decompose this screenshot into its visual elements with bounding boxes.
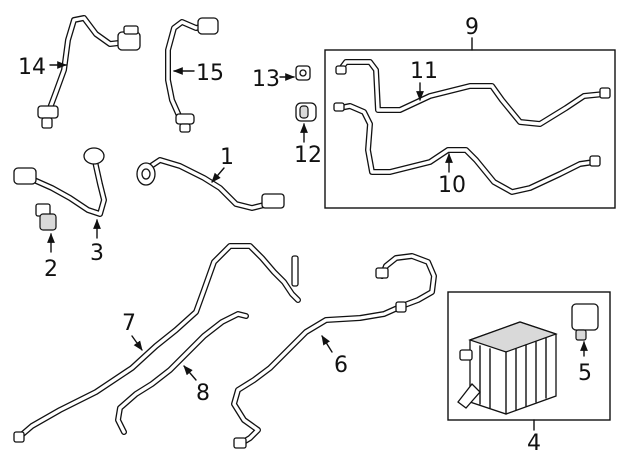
callout-15: 15 <box>196 61 224 86</box>
part-14-oxygen-sensor[interactable] <box>37 15 141 129</box>
callout-11: 11 <box>410 59 438 84</box>
part-3-hose[interactable] <box>13 147 107 217</box>
part-11-tube[interactable] <box>335 59 611 127</box>
callout-12: 12 <box>294 143 322 168</box>
callout-8: 8 <box>196 381 210 406</box>
callout-1: 1 <box>220 145 234 170</box>
callout-13: 13 <box>252 67 280 92</box>
callout-7: 7 <box>122 311 136 336</box>
callout-4: 4 <box>527 431 541 456</box>
arrow-icon <box>131 335 143 351</box>
part-15-oxygen-sensor[interactable] <box>165 17 219 133</box>
arrow-icon <box>183 365 197 381</box>
callout-3: 3 <box>90 241 104 266</box>
part-4-canister[interactable] <box>457 321 558 415</box>
part-13-fitting[interactable] <box>295 65 311 81</box>
callout-10: 10 <box>438 173 466 198</box>
arrow-icon <box>211 167 225 183</box>
part-7-line[interactable] <box>13 243 301 443</box>
callout-14: 14 <box>18 55 46 80</box>
callout-9: 9 <box>465 15 479 40</box>
part-12-clip[interactable] <box>295 102 317 122</box>
arrow-icon <box>321 335 333 353</box>
part-6-line[interactable] <box>231 253 437 449</box>
group-box-9 <box>324 49 616 209</box>
callout-2: 2 <box>44 257 58 282</box>
callout-5: 5 <box>578 361 592 386</box>
part-1-hose[interactable] <box>136 157 285 211</box>
part-10-tube[interactable] <box>333 102 601 195</box>
callout-6: 6 <box>334 353 348 378</box>
group-box-4 <box>447 291 611 421</box>
part-2-valve[interactable] <box>35 203 57 231</box>
part-5-sensor[interactable] <box>571 303 599 341</box>
part-8-line[interactable] <box>115 311 249 435</box>
